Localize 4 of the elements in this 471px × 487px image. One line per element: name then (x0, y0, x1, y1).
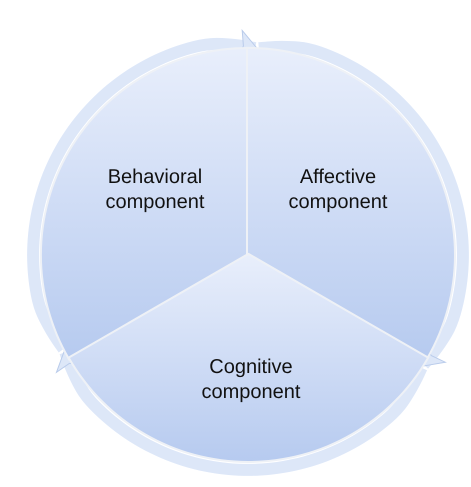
sector-label: Behavioral component (104, 165, 206, 215)
sector-label: Cognitive component (200, 355, 302, 405)
curved-arrow (27, 30, 260, 354)
sector-label: Affective component (288, 164, 388, 215)
